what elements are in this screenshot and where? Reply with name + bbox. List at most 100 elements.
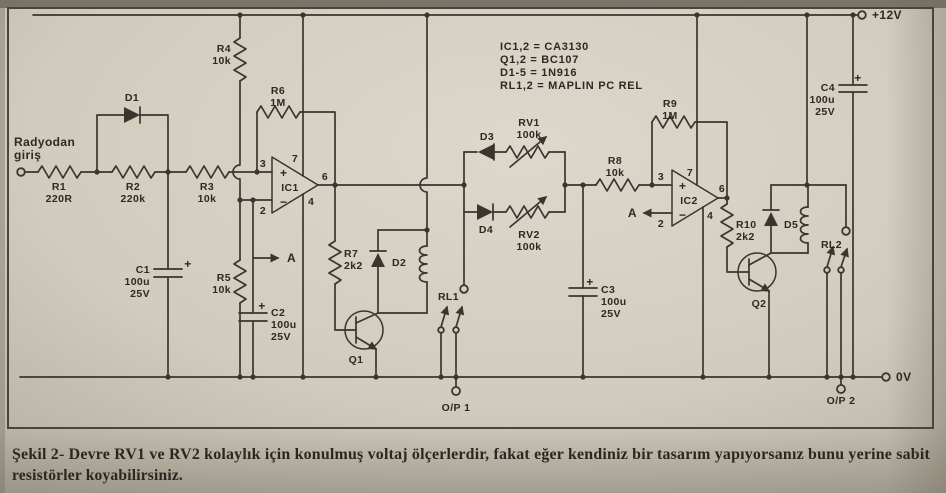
diode-d2-symbol (371, 253, 385, 267)
rv2-value: 100k (517, 241, 542, 253)
r8-ref: R8 (608, 155, 622, 167)
input-network-wires (24, 114, 273, 378)
diode-d4-symbol (477, 204, 493, 220)
r6-value: 1M (270, 97, 285, 109)
diode-d1-branch (96, 114, 125, 173)
supply-rails (19, 14, 882, 378)
ic1-stage-wires (256, 14, 465, 378)
r1-value: 220R (46, 193, 73, 205)
ic1-minus-input: − (280, 195, 287, 209)
rv2-ref: RV2 (518, 229, 539, 241)
c2-voltage: 25V (271, 331, 291, 343)
rl1-ref: RL1 (438, 291, 459, 303)
c4-wires (838, 14, 868, 378)
d5-ref: D5 (784, 219, 798, 231)
r10-value: 2k2 (736, 231, 755, 243)
c2-value: 100u (271, 319, 297, 331)
c3-voltage: 25V (601, 308, 621, 320)
resistor-r4-symbol (233, 37, 247, 82)
r8-value: 10k (606, 167, 625, 179)
rl2-fixed-contact-2 (837, 266, 845, 274)
r6-ref: R6 (271, 85, 285, 97)
diode-d3-symbol (478, 144, 494, 160)
resistor-r2-symbol (111, 165, 156, 179)
r2-ref: R2 (126, 181, 140, 193)
schematic-border (7, 7, 934, 429)
op2-label: O/P 2 (827, 395, 856, 407)
d4-ref: D4 (479, 224, 493, 236)
rl2-coil-symbol (799, 206, 809, 244)
diode-d5-symbol (764, 212, 778, 226)
junction-dots (94, 12, 856, 380)
note-d: D1-5 = 1N916 (500, 67, 577, 79)
ic2-pin7-label: 7 (687, 167, 693, 179)
c4-plus-sign: + (854, 71, 861, 85)
gnd-terminal (881, 372, 891, 382)
ic2-pin4-label: 4 (707, 210, 713, 222)
c3-and-r8-wires (568, 178, 673, 378)
op1-label: O/P 1 (442, 402, 471, 414)
divider-hop-wire (232, 80, 273, 201)
parts-notes: IC1,2 = CA3130 Q1,2 = BC107 D1-5 = 1N916… (500, 41, 642, 92)
rl2-fixed-contact-1 (823, 266, 831, 274)
ic1-pin6-label: 6 (322, 171, 328, 183)
transistor-q2 (737, 252, 777, 378)
c3-ref: C3 (601, 284, 615, 296)
ic1-pin2-label: 2 (260, 205, 266, 217)
resistor-r1-symbol (37, 165, 82, 179)
input-label-line1: Radyodan (14, 135, 75, 149)
r2-value: 220k (121, 193, 146, 205)
ic1-ref: IC1 (281, 182, 299, 194)
resistor-r7-symbol (328, 240, 342, 285)
r7-value: 2k2 (344, 260, 363, 272)
c1-ref: C1 (136, 264, 150, 276)
c4-ref: C4 (821, 82, 835, 94)
figure-caption: Şekil 2- Devre RV1 ve RV2 kolaylık için … (12, 446, 930, 484)
note-q: Q1,2 = BC107 (500, 54, 579, 66)
ic2-plus-input: + (679, 179, 686, 193)
ic1-pin7-label: 7 (292, 153, 298, 165)
node-a-label-2: A (628, 206, 637, 220)
r3-value: 10k (198, 193, 217, 205)
terminals (16, 10, 891, 396)
input-label-line2: giriş (14, 148, 41, 162)
rl1-supply-feed (419, 14, 428, 231)
d3-ref: D3 (480, 131, 494, 143)
relay2-contact-wires (826, 184, 849, 386)
r10-ref: R10 (736, 219, 756, 231)
ic2-pin2-label: 2 (658, 218, 664, 230)
ic2-minus-input: − (679, 208, 686, 222)
resistor-r8-symbol (595, 178, 640, 192)
ic1-opamp-triangle (271, 156, 319, 214)
c4-value: 100u (809, 94, 835, 106)
plus12v-terminal (857, 10, 867, 20)
q2-ref: Q2 (752, 298, 767, 310)
q2-base-wire (726, 246, 750, 273)
r1-ref: R1 (52, 181, 66, 193)
resistor-r6-symbol (256, 105, 301, 119)
r5-value: 10k (212, 284, 231, 296)
ic2-stage-wires (642, 14, 750, 378)
rv1-ref: RV1 (518, 117, 539, 129)
rl1-fixed-contact-2 (452, 326, 460, 334)
c1-plus-sign: + (184, 257, 191, 271)
rl1-common-contact (459, 284, 469, 294)
c2-plus-sign: + (258, 299, 265, 313)
r3-ref: R3 (200, 181, 214, 193)
resistor-r3-symbol (185, 165, 230, 179)
ic2-pin6-label: 6 (719, 183, 725, 195)
r5-ref: R5 (217, 272, 231, 284)
r9-value: 1M (662, 110, 677, 122)
q1-base-wire (334, 283, 357, 331)
schematic-labels: Radyodan giriş +12V 0V O/P 1 O/P 2 R1 22… (14, 8, 911, 414)
resistor-r9-symbol (651, 115, 696, 129)
node-a-label-1: A (287, 251, 296, 265)
r4-value: 10k (212, 55, 231, 67)
transistor-q1 (344, 310, 384, 378)
rv1-wiper-arrow (509, 136, 548, 168)
input-terminal (16, 167, 26, 177)
d2-ref: D2 (392, 257, 406, 269)
diode-d1-symbol (124, 106, 141, 124)
